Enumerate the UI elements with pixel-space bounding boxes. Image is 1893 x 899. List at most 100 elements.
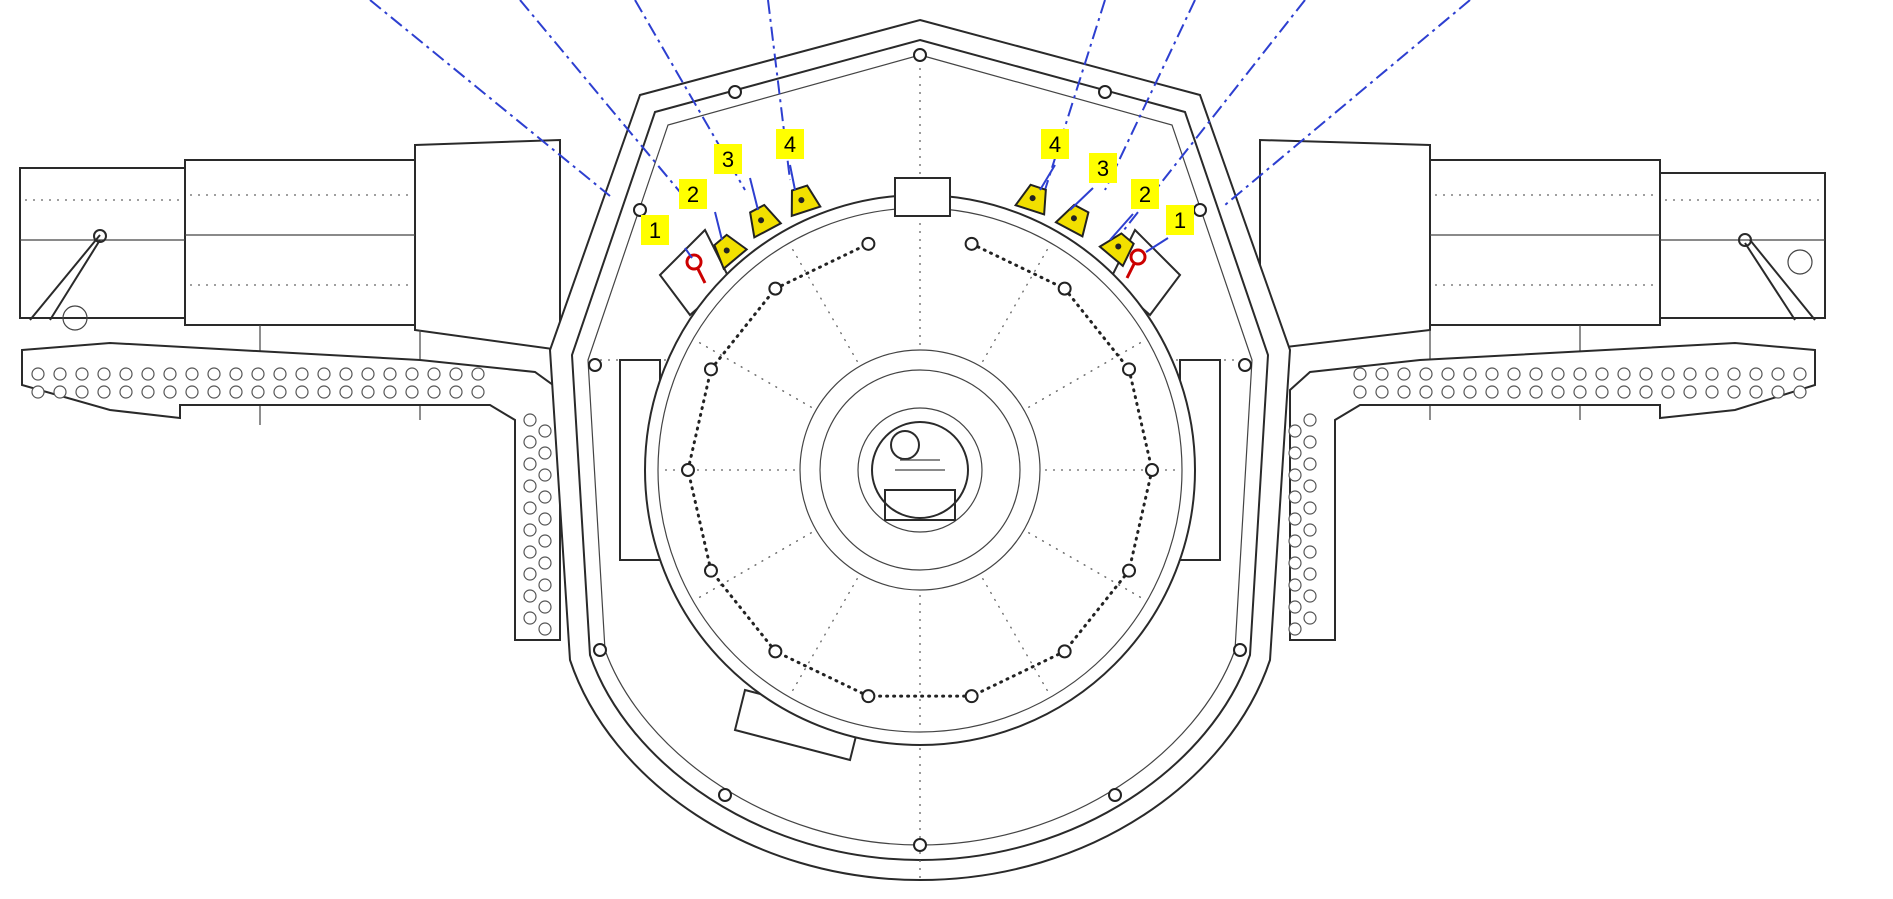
perforation-hole bbox=[449, 367, 463, 381]
callout-number: 4 bbox=[784, 132, 796, 157]
perforation-hole bbox=[1463, 385, 1477, 399]
vision-port-block bbox=[749, 203, 783, 239]
vision-port bbox=[713, 233, 749, 271]
perforation-hole bbox=[75, 385, 89, 399]
callout-box bbox=[1041, 129, 1069, 159]
perforation-hole bbox=[1617, 385, 1631, 399]
perforation-hole bbox=[1375, 385, 1389, 399]
perforation-hole bbox=[1288, 446, 1302, 460]
perforation-hole bbox=[1303, 611, 1317, 625]
seam-rivet bbox=[861, 689, 876, 704]
callout-leader bbox=[1069, 187, 1094, 211]
callout-box bbox=[714, 144, 742, 174]
perforation-hole bbox=[361, 385, 375, 399]
perforation-hole bbox=[339, 385, 353, 399]
callout-number: 3 bbox=[722, 147, 734, 172]
callout-box bbox=[1089, 153, 1117, 183]
perforation-hole bbox=[251, 385, 265, 399]
red-marker bbox=[685, 253, 703, 271]
rivet-seam bbox=[970, 649, 1067, 698]
vision-port-hole bbox=[1115, 243, 1122, 250]
perforation-hole bbox=[31, 385, 45, 399]
callout-right-2: 2 bbox=[1131, 179, 1159, 209]
perforation-hole bbox=[538, 578, 552, 592]
vision-port bbox=[1013, 183, 1047, 216]
perforation-hole bbox=[405, 385, 419, 399]
perforation-hole bbox=[1749, 367, 1763, 381]
vision-port-block bbox=[1098, 232, 1135, 268]
rivet-seam bbox=[1127, 367, 1154, 472]
perforation-hole bbox=[317, 367, 331, 381]
perforation-hole bbox=[427, 367, 441, 381]
perforation-hole bbox=[471, 367, 485, 381]
perforation-hole bbox=[251, 367, 265, 381]
hull-rivet bbox=[1238, 358, 1252, 372]
perforation-hole bbox=[1288, 600, 1302, 614]
seam-rivet bbox=[768, 281, 783, 296]
perforation-hole bbox=[229, 367, 243, 381]
perforation-hole bbox=[1288, 534, 1302, 548]
perforation-hole bbox=[1705, 367, 1719, 381]
left-perforated-plate bbox=[21, 341, 561, 641]
perforation-hole bbox=[1683, 385, 1697, 399]
perforation-hole bbox=[185, 367, 199, 381]
callout-leader bbox=[684, 247, 693, 259]
perforation-hole bbox=[1573, 367, 1587, 381]
rivet-seam bbox=[773, 242, 870, 291]
perforation-hole bbox=[523, 567, 537, 581]
callout-left-2: 2 bbox=[679, 179, 707, 209]
seam-rivet bbox=[964, 689, 979, 704]
perforation-hole bbox=[538, 446, 552, 460]
callout-left-4: 4 bbox=[776, 129, 804, 159]
perforation-hole bbox=[1463, 367, 1477, 381]
hull-rivet bbox=[1193, 203, 1207, 217]
perforation-hole bbox=[119, 385, 133, 399]
callout-box bbox=[1131, 179, 1159, 209]
perforation-hole bbox=[538, 556, 552, 570]
perforation-hole bbox=[523, 413, 537, 427]
perforation-hole bbox=[538, 468, 552, 482]
perforation-hole bbox=[53, 367, 67, 381]
seam-rivet bbox=[703, 563, 718, 578]
perforation-hole bbox=[163, 367, 177, 381]
vision-port-hole bbox=[1070, 215, 1077, 222]
perforation-hole bbox=[1485, 367, 1499, 381]
sight-line bbox=[519, 0, 686, 199]
perforation-hole bbox=[1595, 385, 1609, 399]
callout-right-4: 4 bbox=[1041, 129, 1069, 159]
hull-rivet bbox=[913, 838, 927, 852]
perforation-hole bbox=[1529, 385, 1543, 399]
rivet-seam bbox=[1127, 468, 1154, 573]
perforation-hole bbox=[119, 367, 133, 381]
perforation-hole bbox=[449, 385, 463, 399]
perforation-hole bbox=[1595, 367, 1609, 381]
callout-number: 2 bbox=[687, 182, 699, 207]
perforation-hole bbox=[405, 367, 419, 381]
perforation-hole bbox=[538, 512, 552, 526]
perforation-hole bbox=[97, 367, 111, 381]
perforation-hole bbox=[1441, 367, 1455, 381]
hull-rivet bbox=[588, 358, 602, 372]
seam-rivet bbox=[681, 463, 695, 477]
perforation-hole bbox=[1353, 367, 1367, 381]
hull-rivet bbox=[1108, 788, 1122, 802]
perforation-hole bbox=[97, 385, 111, 399]
perforation-hole bbox=[1353, 385, 1367, 399]
callout-leader bbox=[789, 164, 796, 191]
seam-rivet bbox=[861, 236, 876, 251]
red-marker bbox=[1129, 248, 1147, 266]
turntable bbox=[644, 194, 1196, 746]
rivet-seam bbox=[773, 649, 870, 698]
rivet-seam bbox=[709, 287, 777, 371]
callout-leader bbox=[749, 177, 759, 211]
callout-leader bbox=[1145, 237, 1169, 253]
perforation-hole bbox=[523, 611, 537, 625]
perforation-hole bbox=[538, 424, 552, 438]
perforation-hole bbox=[1288, 424, 1302, 438]
rivet-seam bbox=[1063, 287, 1131, 371]
hull-rivet bbox=[913, 48, 927, 62]
perforation-hole bbox=[1507, 385, 1521, 399]
hull-rivet bbox=[593, 643, 607, 657]
perforation-hole bbox=[185, 385, 199, 399]
